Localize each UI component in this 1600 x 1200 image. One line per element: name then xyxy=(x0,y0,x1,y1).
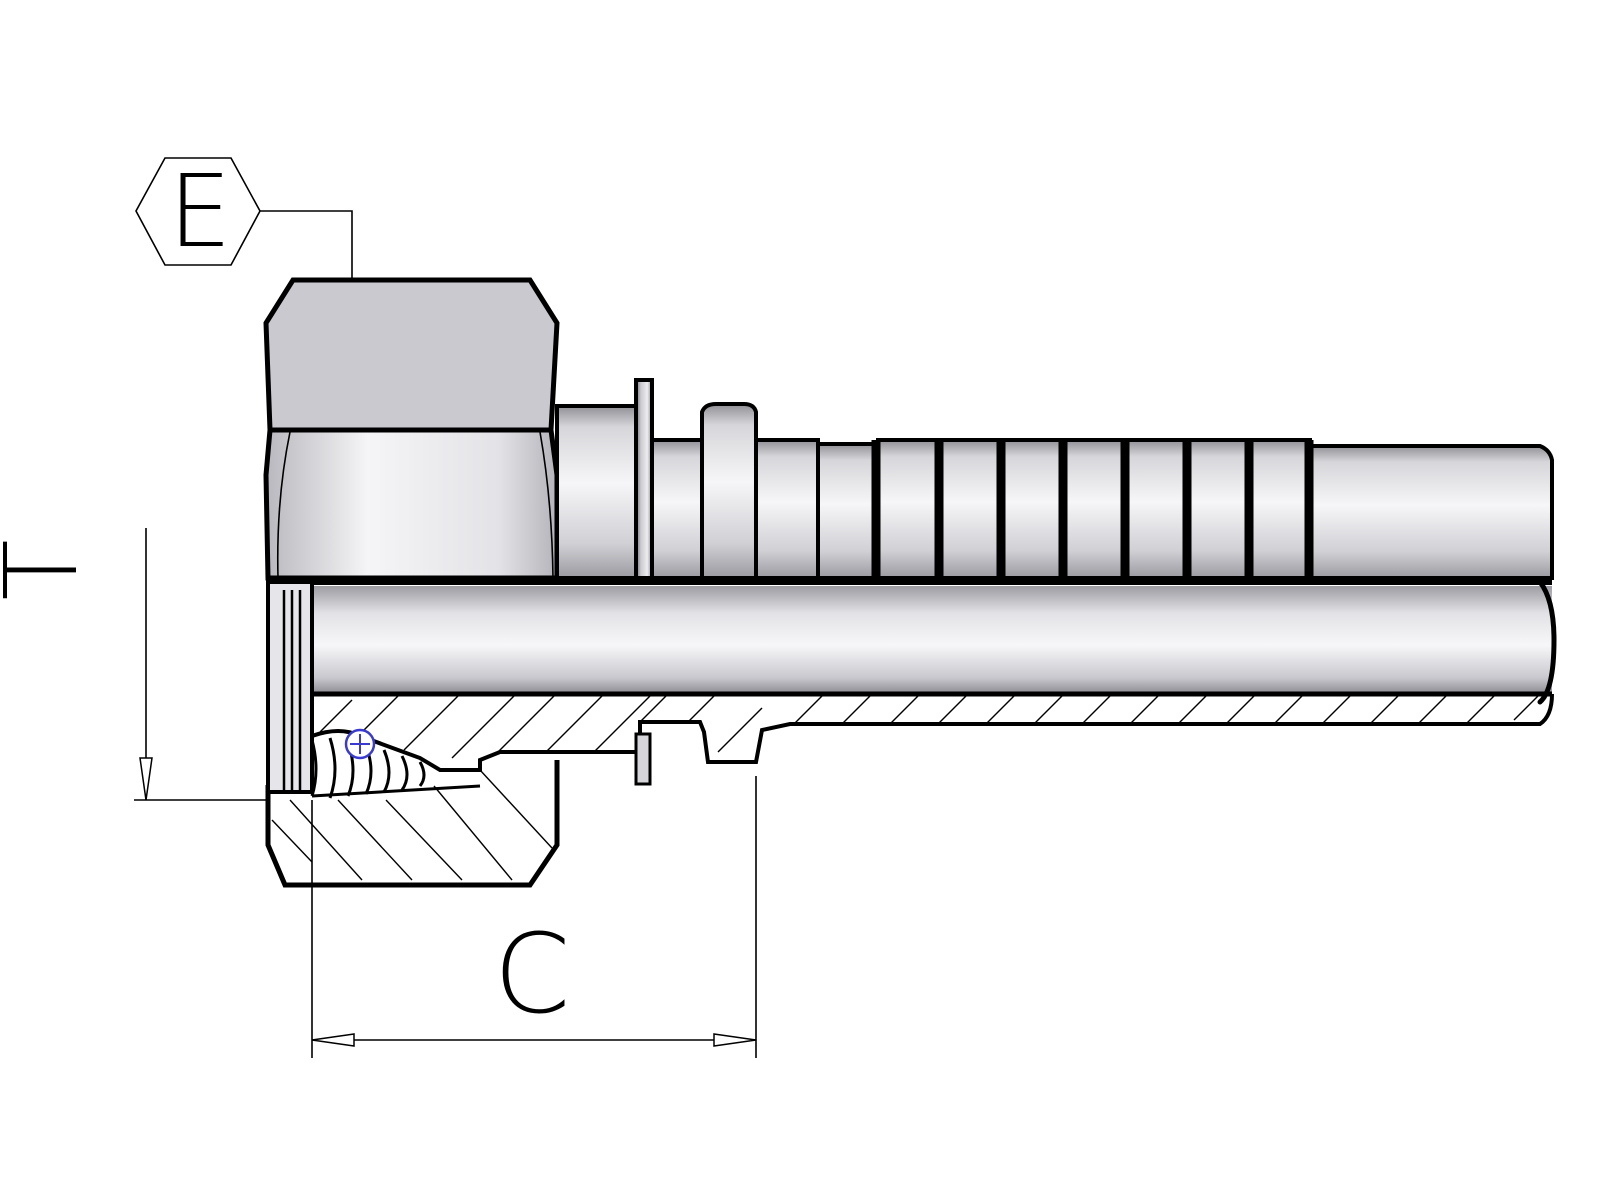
length-dimension: C xyxy=(311,776,757,1058)
thread-label: T xyxy=(0,539,100,600)
tail-plain-end xyxy=(1308,444,1554,580)
retaining-ring xyxy=(634,378,654,580)
tail-segment xyxy=(876,438,942,580)
body-section-outline xyxy=(310,693,1554,772)
fitting-body xyxy=(266,378,1557,881)
hex-nut xyxy=(263,277,560,888)
body-groove xyxy=(650,438,704,580)
tail-segment xyxy=(1248,438,1312,580)
hose-tail xyxy=(754,438,1554,580)
length-dimension-arrow-left xyxy=(311,1033,355,1047)
hex-nut-lower-section xyxy=(265,760,560,888)
length-label: C xyxy=(494,910,571,1038)
section-hatching xyxy=(271,693,1541,881)
tail-segment xyxy=(1186,438,1252,580)
tail-segment xyxy=(1000,438,1066,580)
tail-segment xyxy=(938,438,1004,580)
hex-nut-upper-face xyxy=(263,277,560,433)
nut-thread xyxy=(310,737,481,799)
body-collar xyxy=(700,402,758,580)
tail-segment xyxy=(1124,438,1190,580)
hex-size-callout: E xyxy=(135,153,357,332)
hex-size-label: E xyxy=(168,153,231,270)
hex-nut-lower-face xyxy=(263,427,560,581)
tail-segment xyxy=(1062,438,1128,580)
thread-dimension: T xyxy=(0,528,268,801)
tail-segment xyxy=(754,438,820,580)
thread-dimension-arrow xyxy=(139,757,153,801)
tail-segment xyxy=(816,442,880,580)
fitting-bore xyxy=(312,586,1552,694)
length-dimension-arrow-right xyxy=(713,1033,757,1047)
nut-face-seal xyxy=(266,580,314,794)
nut-neck xyxy=(555,404,639,580)
retaining-ring-section xyxy=(634,732,652,786)
